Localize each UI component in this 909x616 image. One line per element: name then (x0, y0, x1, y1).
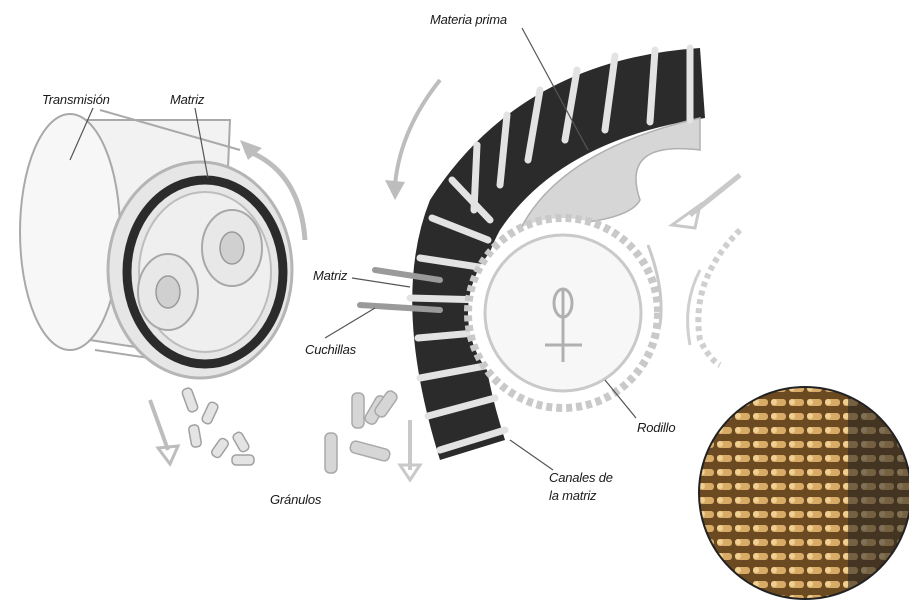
pellets-photo (698, 368, 909, 616)
roller-right-partial (698, 230, 740, 365)
label-materia-prima: Materia prima (430, 12, 507, 27)
roller-center (468, 218, 658, 408)
label-matriz-left: Matriz (170, 92, 204, 107)
rotation-arrow-center (395, 80, 440, 185)
label-rodillo: Rodillo (637, 420, 675, 435)
feed-arrow-right (690, 175, 740, 215)
label-cuchillas: Cuchillas (305, 342, 356, 357)
label-granulos: Gránulos (270, 492, 321, 507)
label-canales-line1: Canales de (549, 470, 613, 486)
label-matriz-center: Matriz (313, 268, 347, 283)
label-transmision: Transmisión (42, 92, 110, 107)
label-canales-line2: la matriz (549, 488, 596, 504)
pellets-center (325, 389, 399, 473)
